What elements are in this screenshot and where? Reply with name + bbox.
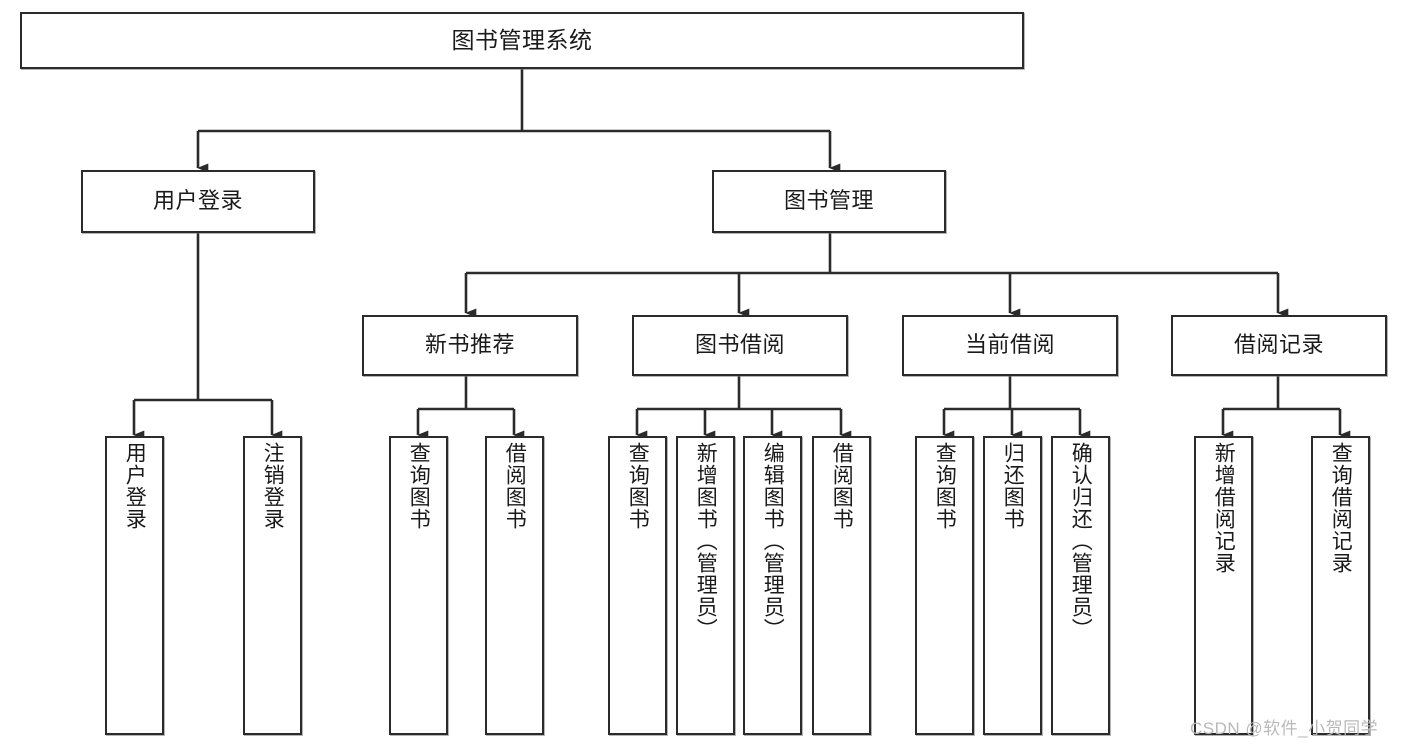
node-label: 查询借阅记录: [1329, 442, 1353, 574]
node-label: 用户登录: [152, 188, 243, 214]
node-leaf-query-book-current[interactable]: 查询图书: [915, 436, 974, 735]
node-leaf-borrow-book[interactable]: 借阅图书: [812, 436, 871, 735]
node-leaf-user-login[interactable]: 用户登录: [105, 436, 164, 735]
node-leaf-logout[interactable]: 注销登录: [243, 436, 302, 735]
node-leaf-return-book[interactable]: 归还图书: [983, 436, 1042, 735]
node-leaf-query-book-recommend[interactable]: 查询图书: [389, 436, 448, 735]
node-leaf-query-book-borrow[interactable]: 查询图书: [608, 436, 667, 735]
node-book-management[interactable]: 图书管理: [712, 170, 946, 233]
node-leaf-edit-book-admin[interactable]: 编辑图书（管理员）: [743, 436, 802, 735]
node-leaf-add-borrow-record[interactable]: 新增借阅记录: [1194, 436, 1253, 735]
node-label: 新增借阅记录: [1212, 442, 1236, 574]
node-user-login[interactable]: 用户登录: [81, 170, 315, 233]
node-label: 当前借阅: [964, 332, 1055, 358]
node-label: 借阅图书: [830, 442, 854, 530]
node-label: 用户登录: [123, 442, 147, 530]
node-label: 新增图书（管理员）: [694, 442, 718, 640]
node-label: 编辑图书（管理员）: [761, 442, 785, 640]
node-label: 注销登录: [261, 442, 285, 530]
node-label: 查询图书: [933, 442, 957, 530]
node-label: 查询图书: [626, 442, 650, 530]
node-label: 查询图书: [407, 442, 431, 530]
node-label: 归还图书: [1001, 442, 1025, 530]
node-root-library-management-system[interactable]: 图书管理系统: [20, 12, 1024, 69]
node-new-book-recommend[interactable]: 新书推荐: [362, 315, 578, 376]
node-leaf-add-book-admin[interactable]: 新增图书（管理员）: [676, 436, 735, 735]
node-label: 图书借阅: [694, 332, 785, 358]
node-leaf-confirm-return-admin[interactable]: 确认归还（管理员）: [1051, 436, 1110, 735]
watermark: CSDN @软件_小贺同学: [1190, 719, 1379, 738]
node-label: 借阅图书: [503, 442, 527, 530]
node-label: 图书管理: [783, 188, 874, 214]
node-label: 图书管理系统: [451, 26, 593, 53]
node-label: 确认归还（管理员）: [1069, 442, 1093, 640]
node-book-borrow[interactable]: 图书借阅: [632, 315, 848, 376]
node-leaf-query-borrow-record[interactable]: 查询借阅记录: [1311, 436, 1370, 735]
node-label: 新书推荐: [424, 332, 515, 358]
node-current-borrow[interactable]: 当前借阅: [902, 315, 1118, 376]
node-borrow-record[interactable]: 借阅记录: [1171, 315, 1387, 376]
node-leaf-borrow-book-recommend[interactable]: 借阅图书: [485, 436, 544, 735]
node-label: 借阅记录: [1233, 332, 1324, 358]
